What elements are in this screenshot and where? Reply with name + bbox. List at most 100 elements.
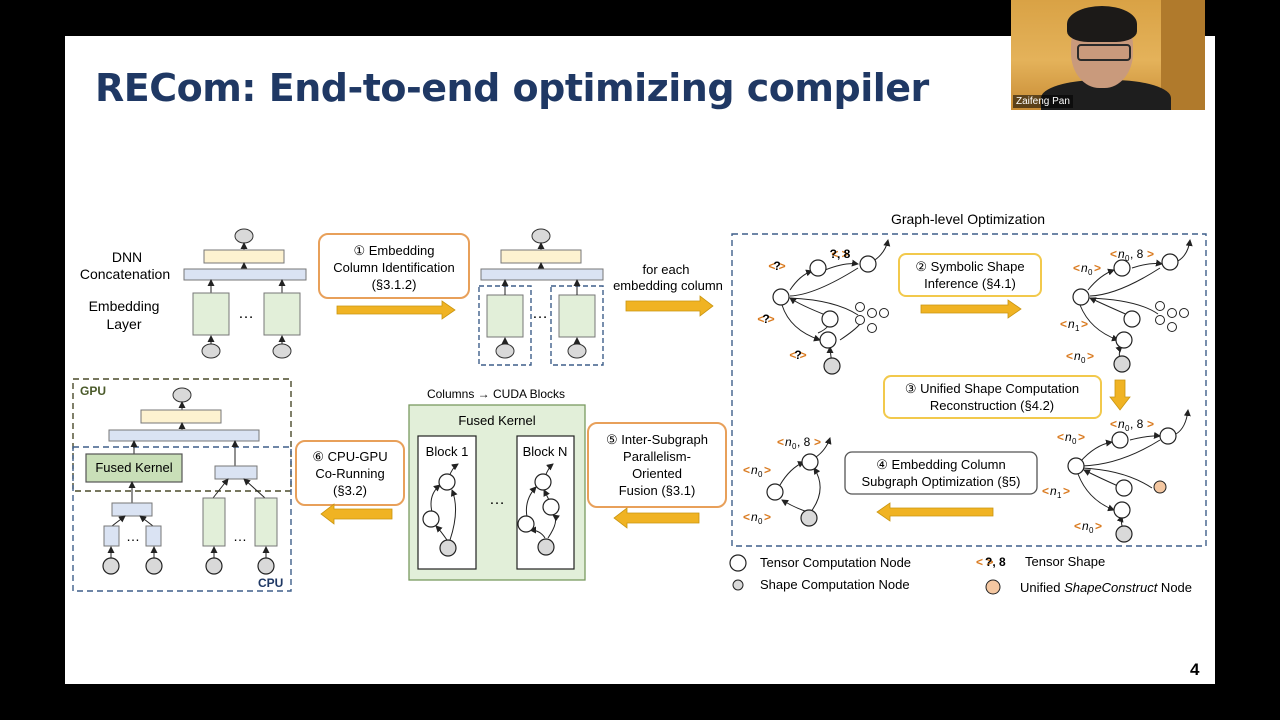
svg-text:>: > [764,510,771,524]
svg-text:⑤ Inter-Subgraph: ⑤ Inter-Subgraph [606,432,708,447]
gpu-region [72,378,292,492]
svg-text:n: n [1118,247,1125,261]
svg-text:Inference (§4.1): Inference (§4.1) [924,276,1016,291]
embedding-label-line2: Layer [106,316,141,332]
svg-text:1: 1 [1057,491,1062,500]
svg-text:Reconstruction (§4.2): Reconstruction (§4.2) [930,398,1054,413]
svg-text:0: 0 [1081,356,1086,365]
svg-text:0: 0 [792,442,797,451]
svg-text:?, 8: ?, 8 [985,555,1006,569]
svg-text:n: n [751,463,758,477]
webcam-participant-name: Zaifeng Pan [1013,95,1073,108]
legend: Tensor Computation Node Shape Computatio… [729,554,1192,595]
concatenation-bar [183,268,307,281]
slide-title: RECom: End-to-end optimizing compiler [95,66,929,110]
svg-text:< >: < > [976,555,993,569]
webcam-person-glasses [1077,44,1131,61]
input-node-1 [201,343,221,359]
svg-text:<: < [1042,484,1049,498]
svg-text:<: < [1060,317,1067,331]
svg-text:< >: < > [789,348,806,362]
slide-canvas [65,36,1215,684]
svg-text:n: n [751,510,758,524]
svg-text:0: 0 [758,470,763,479]
svg-text:n: n [1065,430,1072,444]
legend-tensor-node-icon [729,554,747,572]
svg-text:<: < [1073,261,1080,275]
svg-text:< >: < > [768,259,785,273]
svg-text:<: < [1066,349,1073,363]
output-node [234,228,254,244]
svg-text:CPU: CPU [258,576,283,590]
svg-text:(§3.1.2): (§3.1.2) [372,277,417,292]
svg-text:>: > [1087,349,1094,363]
graph-level-panel [731,233,1207,547]
svg-text:1: 1 [1075,324,1080,333]
svg-text:0: 0 [1072,437,1077,446]
embedding-table-1 [192,292,230,336]
for-each-line2: embedding column [613,278,723,293]
svg-text:Column Identification: Column Identification [333,260,454,275]
svg-text:<: < [1074,519,1081,533]
svg-text:Fused Kernel: Fused Kernel [95,460,172,475]
svg-text:>: > [1095,519,1102,533]
svg-text:Fused Kernel: Fused Kernel [458,413,535,428]
svg-text:<: < [777,435,784,449]
graph-level-title: Graph-level Optimization [891,211,1045,227]
svg-text:…: … [532,305,548,322]
svg-text:0: 0 [758,517,763,526]
svg-text:Co-Running: Co-Running [315,466,384,481]
svg-text:Subgraph Optimization (§5): Subgraph Optimization (§5) [862,474,1021,489]
legend-unified-node-icon [985,579,1001,595]
svg-text:n: n [1081,261,1088,275]
webcam-video-tile[interactable]: Zaifeng Pan [1011,0,1205,110]
svg-text:>: > [764,463,771,477]
svg-text:n: n [1050,484,1057,498]
graph-b-symbolic-shapes: < n 0 > < n 0 , 8 > < n 1 > < n 0 > [1060,239,1193,373]
legend-tensor-node-label: Tensor Computation Node [760,555,911,570]
svg-text:?: ? [773,259,780,273]
dnn-label-line1: DNN [112,249,142,265]
svg-text:>: > [1147,417,1154,431]
step3-unified-shape-computation: ③ Unified Shape Computation Reconstructi… [883,375,1102,419]
step1-embedding-column-identification: ① Embedding Column Identification (§3.1.… [318,233,470,299]
step6-arrow [320,503,393,525]
svg-text:?: ? [794,348,801,362]
svg-text:…: … [489,491,505,508]
step2-arrow [920,299,1022,319]
step5-arrow [613,507,700,529]
svg-text:⑥ CPU-GPU: ⑥ CPU-GPU [312,449,387,464]
svg-text:>: > [1147,247,1154,261]
svg-text:?: ? [762,312,769,326]
graph-a-unknown-shapes: < > ? < > ?, 8 < > ? < > ? [757,239,891,375]
step2-symbolic-shape-inference: ② Symbolic Shape Inference (§4.1) [898,253,1042,297]
step6-cpu-gpu-corunning: ⑥ CPU-GPU Co-Running (§3.2) [295,440,405,506]
svg-text:Parallelism-: Parallelism- [623,449,691,464]
svg-text:n: n [785,435,792,449]
dnn-label-line2: Concatenation [80,266,170,282]
svg-text:<: < [1057,430,1064,444]
svg-text:0: 0 [1125,424,1130,433]
svg-text:>: > [1063,484,1070,498]
dnn-model-graph: DNN Concatenation Embedding Layer … [80,228,307,359]
step3-arrow [1109,379,1131,411]
svg-text:< >: < > [757,312,774,326]
svg-text:0: 0 [1089,526,1094,535]
svg-text:n: n [1074,349,1081,363]
svg-text:, 8: , 8 [1130,247,1144,261]
svg-text:<: < [1110,247,1117,261]
svg-text:n: n [1082,519,1089,533]
svg-text:Block 1: Block 1 [426,444,469,459]
svg-text:?, 8: ?, 8 [830,247,851,261]
dnn-layer-bar [203,249,285,264]
for-each-arrow [625,295,714,317]
svg-text:n: n [1118,417,1125,431]
svg-text:, 8: , 8 [797,435,811,449]
embedding-label-line1: Embedding [89,298,160,314]
legend-shape-node-label: Shape Computation Node [760,577,910,592]
gpu-fused-kernel [85,453,183,483]
svg-text:>: > [1078,430,1085,444]
svg-text:<: < [743,510,750,524]
graph-d-optimized: < n 0 , 8 > < n 0 > < n 0 > [743,435,832,527]
embedding-dots: … [238,305,254,322]
